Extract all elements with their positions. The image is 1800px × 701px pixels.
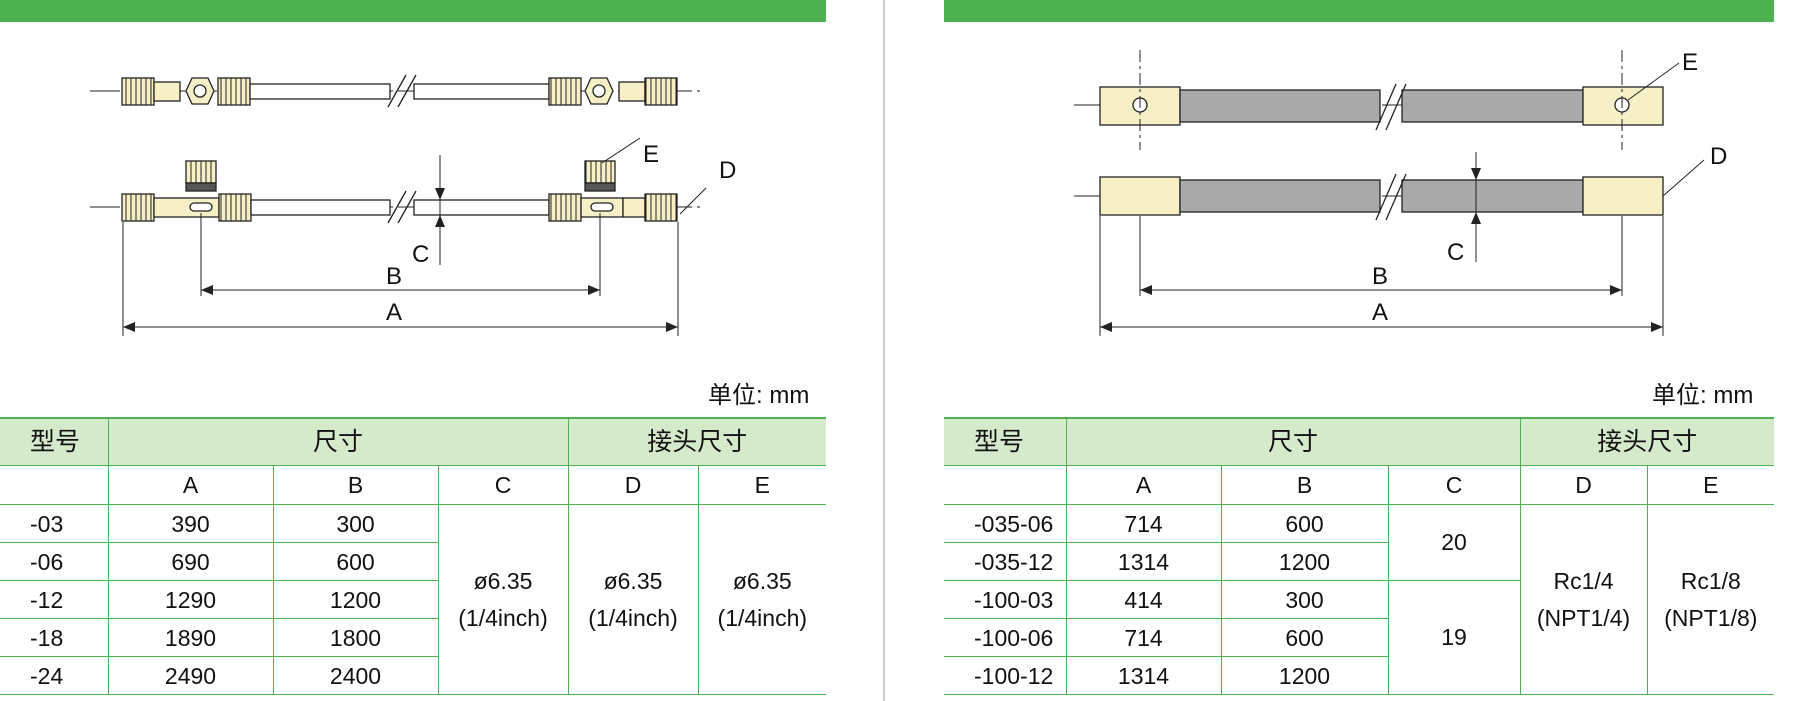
e-value: ø6.35 [732,567,792,594]
right-label-d: D [1710,143,1727,170]
a-cell: 1314 [1065,542,1222,581]
right-c-cell-group1: 20 [1387,504,1521,581]
table-row: -100-12 1314 1200 [944,656,1774,695]
right-d-cell: Rc1/4 (NPT1/4) [1519,504,1648,695]
a-cell: 1314 [1065,656,1222,695]
left-label-a: A [386,299,402,326]
a-cell: 690 [107,542,274,581]
right-label-a: A [1372,299,1388,326]
table-row: -24 2490 2400 [0,656,826,695]
b-cell: 300 [1220,580,1389,619]
left-section-header-bar [0,0,826,22]
right-header-model: 型号 [944,417,1067,466]
b-cell: 300 [272,504,439,543]
right-label-b: B [1372,263,1388,290]
right-subheader-a: A [1065,465,1222,505]
a-cell: 2490 [107,656,274,695]
c-unit: (1/4inch) [458,604,548,631]
a-cell: 414 [1065,580,1222,619]
left-header-size: 尺寸 [107,417,569,466]
d-value: ø6.35 [603,567,663,594]
left-subheader-b: B [272,465,439,505]
right-tube-diagram: E D C B A [1074,49,1727,336]
a-cell: 390 [107,504,274,543]
d-unit: (NPT1/4) [1536,604,1631,631]
b-cell: 1200 [272,580,439,619]
right-subheader-c: C [1387,465,1521,505]
a-cell: 714 [1065,504,1222,543]
model-cell: -035-12 [944,542,1067,581]
d-unit: (1/4inch) [588,604,678,631]
c-value: ø6.35 [473,567,533,594]
e-unit: (1/4inch) [717,604,808,631]
left-subheader-d: D [567,465,699,505]
right-header-size: 尺寸 [1065,417,1521,466]
model-cell: -03 [0,504,109,543]
model-cell: -18 [0,618,109,657]
table-row: -03 390 300 ø6.35 (1/4inch) ø6.35 (1/4inch… [0,504,827,695]
model-cell: -100-03 [944,580,1067,619]
right-label-c: C [1447,239,1464,266]
right-header-fitting-size: 接头尺寸 [1519,417,1775,466]
left-subheader-empty [0,465,109,505]
table-row: -035-06 714 600 20 Rc1/4 (NPT1/4) Rc1/8 (N… [944,504,1775,695]
table-row: -100-06 714 600 [944,618,1774,657]
left-c-cell: ø6.35 (1/4inch) [437,504,569,695]
b-cell: 1200 [1220,542,1389,581]
model-cell: -035-06 [944,504,1067,543]
right-section-header-bar [944,0,1774,22]
left-label-d: D [719,157,736,184]
left-d-cell: ø6.35 (1/4inch) [567,504,699,695]
right-subheader-empty [944,465,1067,505]
right-subheader-b: B [1220,465,1389,505]
b-cell: 2400 [272,656,439,695]
right-spec-table: 型号 尺寸 接头尺寸 A B C D E -035-06 714 600 20 … [944,417,1775,695]
model-cell: -24 [0,656,109,695]
left-subheader-e: E [697,465,827,505]
a-cell: 1290 [107,580,274,619]
left-unit-label: 单位: mm [708,382,810,409]
left-spec-table: 型号 尺寸 接头尺寸 A B C D E -03 390 300 ø6.35 (1… [0,417,827,695]
a-cell: 1890 [107,618,274,657]
column-divider [883,0,885,701]
left-header-fitting-size: 接头尺寸 [567,417,827,466]
model-cell: -100-06 [944,618,1067,657]
model-cell: -12 [0,580,109,619]
left-tube-diagram: E D C B A [90,74,736,336]
left-label-b: B [386,263,402,290]
b-cell: 600 [1220,504,1389,543]
table-row: -035-12 1314 1200 [944,542,1774,581]
right-e-cell: Rc1/8 (NPT1/8) [1646,504,1775,695]
right-subheader-e: E [1646,465,1775,505]
table-row: -06 690 600 [0,542,826,581]
left-label-c: C [412,241,429,268]
model-cell: -100-12 [944,656,1067,695]
table-row: -12 1290 1200 [0,580,826,619]
b-cell: 1200 [1220,656,1389,695]
right-label-e: E [1682,49,1698,76]
table-row: -18 1890 1800 [0,618,826,657]
left-e-cell: ø6.35 (1/4inch) [697,504,827,695]
b-cell: 1800 [272,618,439,657]
model-cell: -06 [0,542,109,581]
left-subheader-a: A [107,465,274,505]
e-unit: (NPT1/8) [1664,604,1758,631]
left-label-e: E [643,141,659,168]
e-value: Rc1/8 [1680,567,1741,594]
right-subheader-d: D [1519,465,1648,505]
d-value: Rc1/4 [1553,567,1614,594]
left-header-model: 型号 [0,417,109,466]
b-cell: 600 [1220,618,1389,657]
right-unit-label: 单位: mm [1652,382,1754,409]
right-c-cell-group2: 19 [1387,580,1521,695]
a-cell: 714 [1065,618,1222,657]
left-subheader-c: C [437,465,569,505]
b-cell: 600 [272,542,439,581]
table-row: -100-03 414 300 19 [944,580,1774,695]
